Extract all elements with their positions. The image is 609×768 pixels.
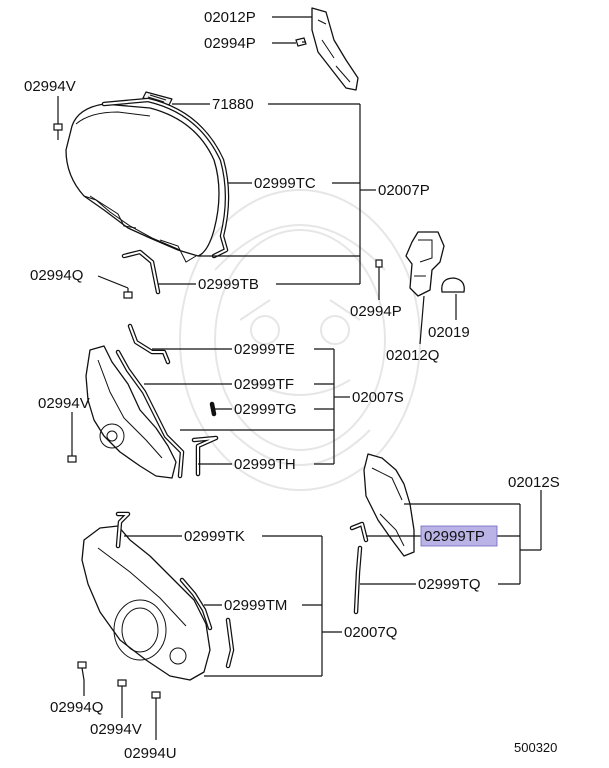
label-02999TG: 02999TG — [234, 401, 297, 418]
bolt-02994P-mid — [375, 259, 383, 276]
gasket-02999TE — [127, 323, 171, 365]
diagram-id: 500320 — [514, 740, 557, 755]
label-highlight — [420, 525, 498, 547]
label-02019: 02019 — [428, 324, 470, 341]
lower-cover-02007Q — [81, 525, 211, 681]
bolt-02994V-bot — [117, 679, 127, 696]
label-02012S: 02012S — [508, 474, 560, 491]
label-02994V-bot: 02994V — [90, 721, 142, 738]
bolt-02994P-top — [295, 37, 307, 47]
label-02999TB: 02999TB — [198, 276, 259, 293]
bolt-02994V-mid — [67, 412, 77, 463]
bracket-02012P — [311, 7, 359, 91]
bracket-02012Q — [405, 231, 445, 297]
label-02994V-top: 02994V — [24, 78, 76, 95]
part-labels: 02012P 02994P 02994V 71880 02999TC 02007… — [24, 9, 560, 762]
label-02999TF: 02999TF — [234, 376, 294, 393]
bracket-02012S — [363, 453, 415, 557]
label-71880: 71880 — [212, 96, 254, 113]
label-02999TK: 02999TK — [184, 528, 245, 545]
upper-cover-02007P — [65, 103, 220, 263]
gasket-02999TG — [209, 401, 217, 417]
label-02007S: 02007S — [352, 389, 404, 406]
label-02994Q-bot: 02994Q — [50, 699, 103, 716]
label-02012P: 02012P — [204, 9, 256, 26]
gasket-02999TB — [121, 249, 161, 295]
label-02999TQ: 02999TQ — [418, 576, 481, 593]
highlighted-label-02999TP: 02999TP — [420, 525, 498, 547]
leader-lines — [57, 16, 542, 740]
bolt-02994U — [151, 691, 161, 712]
label-02994V-mid: 02994V — [38, 395, 90, 412]
label-02999TH: 02999TH — [234, 456, 296, 473]
label-02994P-top: 02994P — [204, 35, 256, 52]
label-02994P-mid: 02994P — [350, 303, 402, 320]
cap-02019 — [441, 277, 465, 293]
label-02994U: 02994U — [124, 745, 177, 762]
label-02007Q: 02007Q — [344, 624, 397, 641]
label-02999TP: 02999TP — [424, 528, 485, 545]
label-02999TM: 02999TM — [224, 597, 287, 614]
bolt-02994Q-bot — [77, 661, 87, 681]
label-02999TC: 02999TC — [254, 175, 316, 192]
label-02994Q-top: 02994Q — [30, 267, 83, 284]
bolt-02994Q-top — [123, 288, 133, 299]
label-02012Q: 02012Q — [386, 347, 439, 364]
label-02007P: 02007P — [378, 182, 430, 199]
label-02999TE: 02999TE — [234, 341, 295, 358]
background-watermark — [179, 189, 421, 491]
middle-cover-02007S — [85, 345, 177, 479]
bolt-02994V-top — [53, 123, 63, 140]
